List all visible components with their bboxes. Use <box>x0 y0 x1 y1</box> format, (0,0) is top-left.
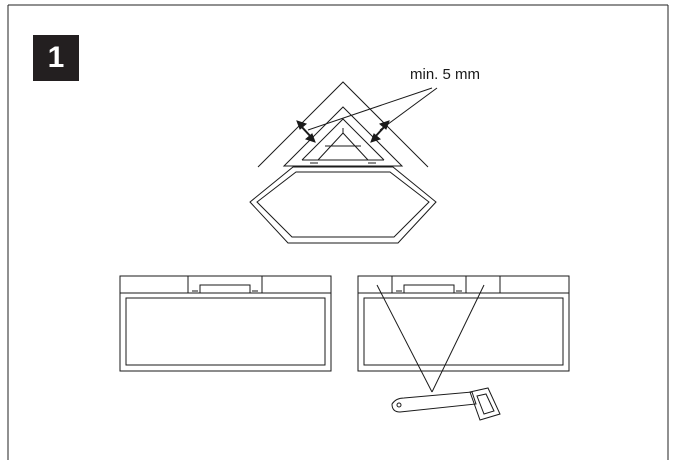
bracket-outer <box>282 106 404 167</box>
hood-front-view-left <box>119 275 332 372</box>
arrow-right-head-a <box>378 120 390 130</box>
saw-handle-grip <box>476 393 495 415</box>
arrow-right-head-b <box>370 133 382 143</box>
front-left-rail <box>199 284 251 294</box>
saw-blade <box>391 391 477 413</box>
step-number-badge: 1 <box>33 35 79 81</box>
front-right-outer <box>357 275 570 372</box>
saw-guide-left <box>376 284 433 393</box>
wall-corner <box>257 81 429 168</box>
leader-left <box>307 87 433 131</box>
front-right-rail <box>403 284 455 294</box>
saw-guide-right <box>431 284 485 393</box>
double-arrow-icon <box>296 120 390 143</box>
hood-inner <box>256 171 430 238</box>
arrow-left-head-a <box>296 120 308 130</box>
corner-hood-top-view <box>249 81 437 244</box>
clearance-label: min. 5 mm <box>410 66 481 83</box>
front-left-outer <box>119 275 332 372</box>
hood-outer <box>249 166 437 244</box>
step-number: 1 <box>47 41 65 74</box>
leader-right <box>379 87 438 131</box>
arrow-left-head-b <box>304 133 316 143</box>
front-right-inner <box>363 297 564 366</box>
saw-handle <box>469 387 501 421</box>
bracket-inner <box>301 118 385 161</box>
front-left-inner <box>125 297 326 366</box>
saw-hole <box>396 402 402 408</box>
clearance-leaders <box>307 87 438 131</box>
hood-front-view-right <box>357 275 570 393</box>
hand-saw-icon <box>391 387 501 421</box>
